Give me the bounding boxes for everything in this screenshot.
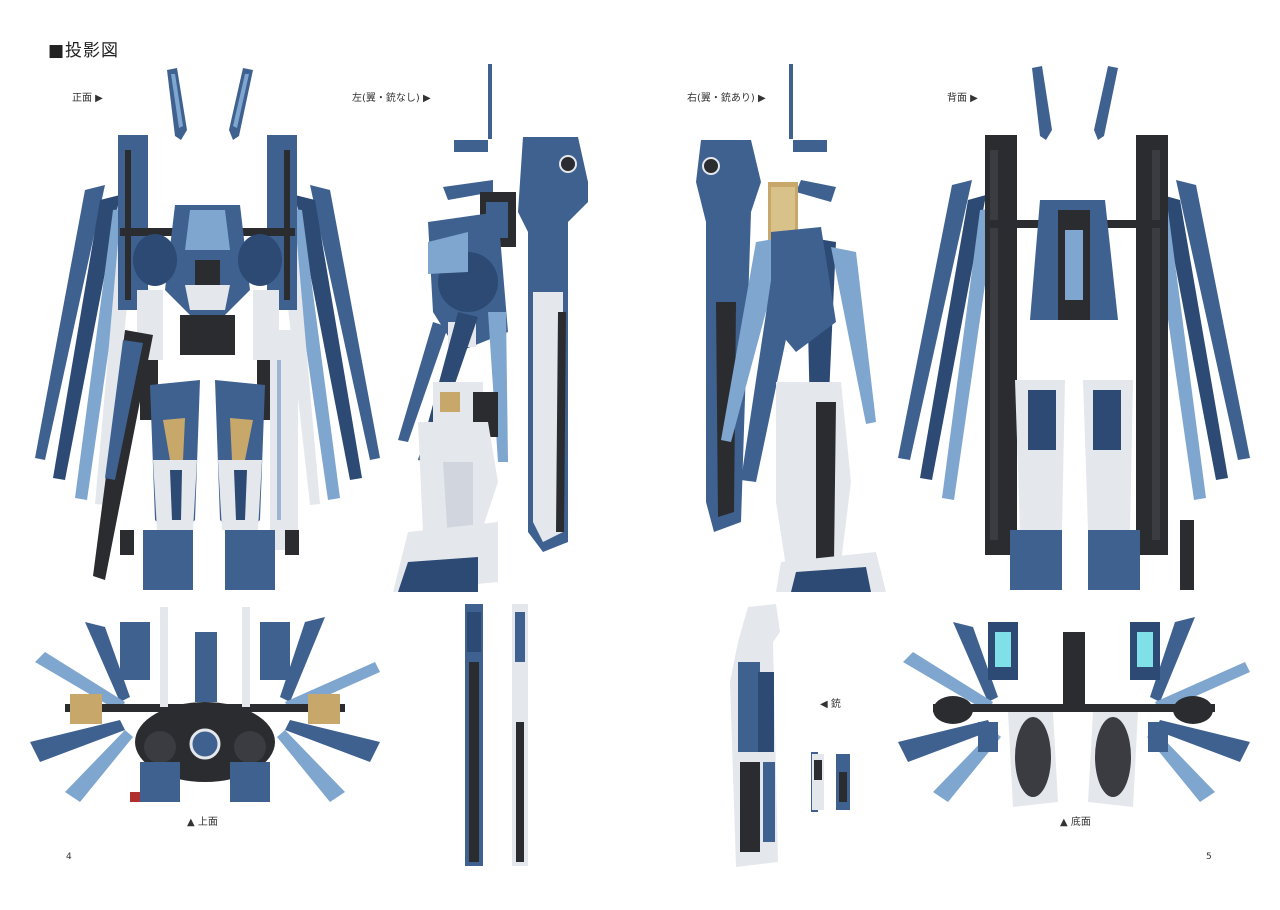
page-number-left: 4 bbox=[66, 852, 72, 862]
mecha-bottom-view bbox=[893, 602, 1255, 814]
sword-top-bottom-view bbox=[460, 602, 530, 870]
gun-small-parts bbox=[808, 752, 858, 814]
mecha-left-view bbox=[388, 62, 606, 595]
mecha-top-view bbox=[25, 602, 385, 814]
label-right-view: 右(翼・銃あり) ▶ bbox=[687, 93, 766, 104]
label-back-view: 背面 ▶ bbox=[947, 93, 978, 104]
page-title: ■投影図 bbox=[48, 41, 120, 61]
page-number-right: 5 bbox=[1206, 852, 1212, 862]
label-front-view: 正面 ▶ bbox=[72, 93, 103, 104]
label-gun: ◀ 銃 bbox=[820, 699, 841, 710]
label-top-view: ▲ 上面 bbox=[187, 817, 218, 828]
gun-view bbox=[718, 602, 818, 870]
label-left-view: 左(翼・銃なし) ▶ bbox=[352, 93, 431, 104]
mecha-front-view bbox=[25, 60, 390, 595]
mecha-back-view bbox=[890, 60, 1258, 595]
label-bottom-view: ▲ 底面 bbox=[1060, 817, 1091, 828]
mecha-right-view bbox=[676, 62, 891, 595]
